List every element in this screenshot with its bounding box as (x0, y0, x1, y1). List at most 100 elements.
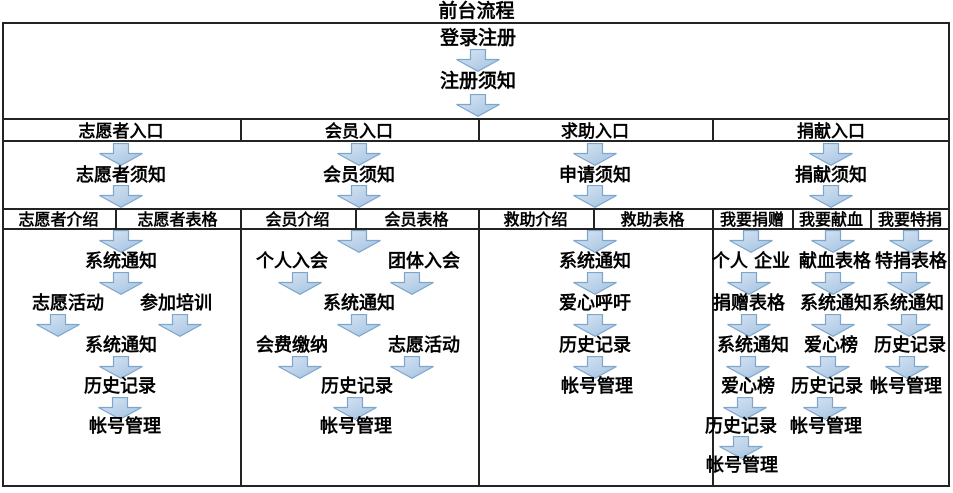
tab-rescue-form: 救助表格 (620, 210, 685, 229)
node-login-register: 登录注册 (439, 27, 517, 49)
down-arrow-icon (572, 272, 618, 295)
grid-line (2, 228, 948, 230)
down-arrow-icon (389, 272, 435, 295)
down-arrow-icon (888, 230, 934, 253)
node-history: 历史记录 (321, 376, 393, 397)
down-arrow-icon (455, 49, 501, 72)
down-arrow-icon (886, 314, 932, 337)
down-arrow-icon (722, 397, 768, 420)
header-help-entrance: 求助入口 (561, 121, 629, 142)
down-arrow-icon (572, 230, 618, 253)
down-arrow-icon (808, 185, 854, 208)
grid-line (712, 228, 714, 487)
grid-line (870, 208, 872, 228)
node-love-board: 爱心榜 (804, 335, 858, 356)
node-donation-form: 捐赠表格 (713, 293, 785, 314)
down-arrow-icon (97, 397, 143, 420)
down-arrow-icon (98, 185, 144, 208)
down-arrow-icon (35, 314, 81, 337)
down-arrow-icon (336, 230, 382, 253)
down-arrow-icon (802, 397, 848, 420)
node-history: 历史记录 (874, 335, 946, 356)
grid-line (593, 208, 595, 228)
node-system-notify: 系统通知 (85, 251, 157, 272)
down-arrow-icon (810, 230, 856, 253)
grid-line (478, 228, 480, 487)
node-history: 历史记录 (84, 376, 156, 397)
node-personal-join: 个人入会 (256, 251, 328, 272)
down-arrow-icon (718, 436, 764, 459)
grid-line (2, 118, 948, 120)
diagram-border (2, 22, 950, 487)
node-membership-fee: 会费缴纳 (256, 335, 328, 356)
node-account: 帐号管理 (706, 455, 778, 476)
grid-line (115, 208, 117, 228)
node-account: 帐号管理 (561, 376, 633, 397)
node-system-notify: 系统通知 (323, 293, 395, 314)
tab-volunteer-intro: 志愿者介绍 (18, 210, 99, 229)
grid-line (478, 208, 480, 228)
grid-line (240, 228, 242, 487)
node-personal-enterprise: 个人 企业 (711, 251, 791, 272)
node-system-notify: 系统通知 (800, 293, 872, 314)
node-system-notify: 系统通知 (85, 335, 157, 356)
down-arrow-icon (572, 314, 618, 337)
down-arrow-icon (805, 356, 851, 379)
grid-line (712, 208, 714, 228)
down-arrow-icon (572, 185, 618, 208)
down-arrow-icon (277, 272, 323, 295)
tab-donate-gift: 我要捐赠 (719, 210, 784, 229)
node-volunteer-notice: 志愿者须知 (76, 165, 166, 186)
node-system-notify: 系统通知 (559, 251, 631, 272)
down-arrow-icon (389, 356, 435, 379)
node-account: 帐号管理 (790, 416, 862, 437)
node-system-notify: 系统通知 (872, 293, 944, 314)
down-arrow-icon (810, 272, 856, 295)
down-arrow-icon (572, 356, 618, 379)
down-arrow-icon (336, 314, 382, 337)
node-account: 帐号管理 (870, 376, 942, 397)
node-group-join: 团体入会 (388, 251, 460, 272)
node-volunteer-activity: 志愿活动 (32, 293, 104, 314)
node-system-notify: 系统通知 (717, 335, 789, 356)
down-arrow-icon (98, 356, 144, 379)
node-history: 历史记录 (791, 376, 863, 397)
down-arrow-icon (726, 314, 772, 337)
down-arrow-icon (725, 356, 771, 379)
down-arrow-icon (726, 272, 772, 295)
grid-line (2, 140, 948, 142)
node-account: 帐号管理 (320, 416, 392, 437)
down-arrow-icon (808, 143, 854, 166)
node-help-notice: 申请须知 (559, 165, 631, 186)
grid-line (240, 118, 242, 140)
node-blood-form: 献血表格 (799, 251, 871, 272)
header-volunteer-entrance: 志愿者入口 (78, 121, 164, 142)
down-arrow-icon (336, 185, 382, 208)
tab-rescue-intro: 救助介绍 (503, 210, 568, 229)
grid-line (355, 208, 357, 228)
node-history: 历史记录 (705, 416, 777, 437)
page-title: 前台流程 (438, 0, 515, 22)
grid-line (792, 208, 794, 228)
down-arrow-icon (98, 143, 144, 166)
down-arrow-icon (277, 356, 323, 379)
grid-line (240, 208, 242, 228)
grid-line (478, 118, 480, 140)
grid-line (2, 208, 948, 210)
node-join-training: 参加培训 (140, 293, 212, 314)
node-special-form: 特捐表格 (875, 251, 947, 272)
node-history: 历史记录 (559, 335, 631, 356)
tab-member-form: 会员表格 (384, 210, 449, 229)
down-arrow-icon (332, 397, 378, 420)
down-arrow-icon (728, 230, 774, 253)
node-member-notice: 会员须知 (323, 165, 395, 186)
down-arrow-icon (572, 143, 618, 166)
down-arrow-icon (810, 314, 856, 337)
down-arrow-icon (455, 94, 501, 117)
node-donation-notice: 捐献须知 (795, 165, 867, 186)
down-arrow-icon (157, 314, 203, 337)
tab-donate-special: 我要特捐 (877, 210, 942, 229)
down-arrow-icon (886, 272, 932, 295)
down-arrow-icon (98, 230, 144, 253)
